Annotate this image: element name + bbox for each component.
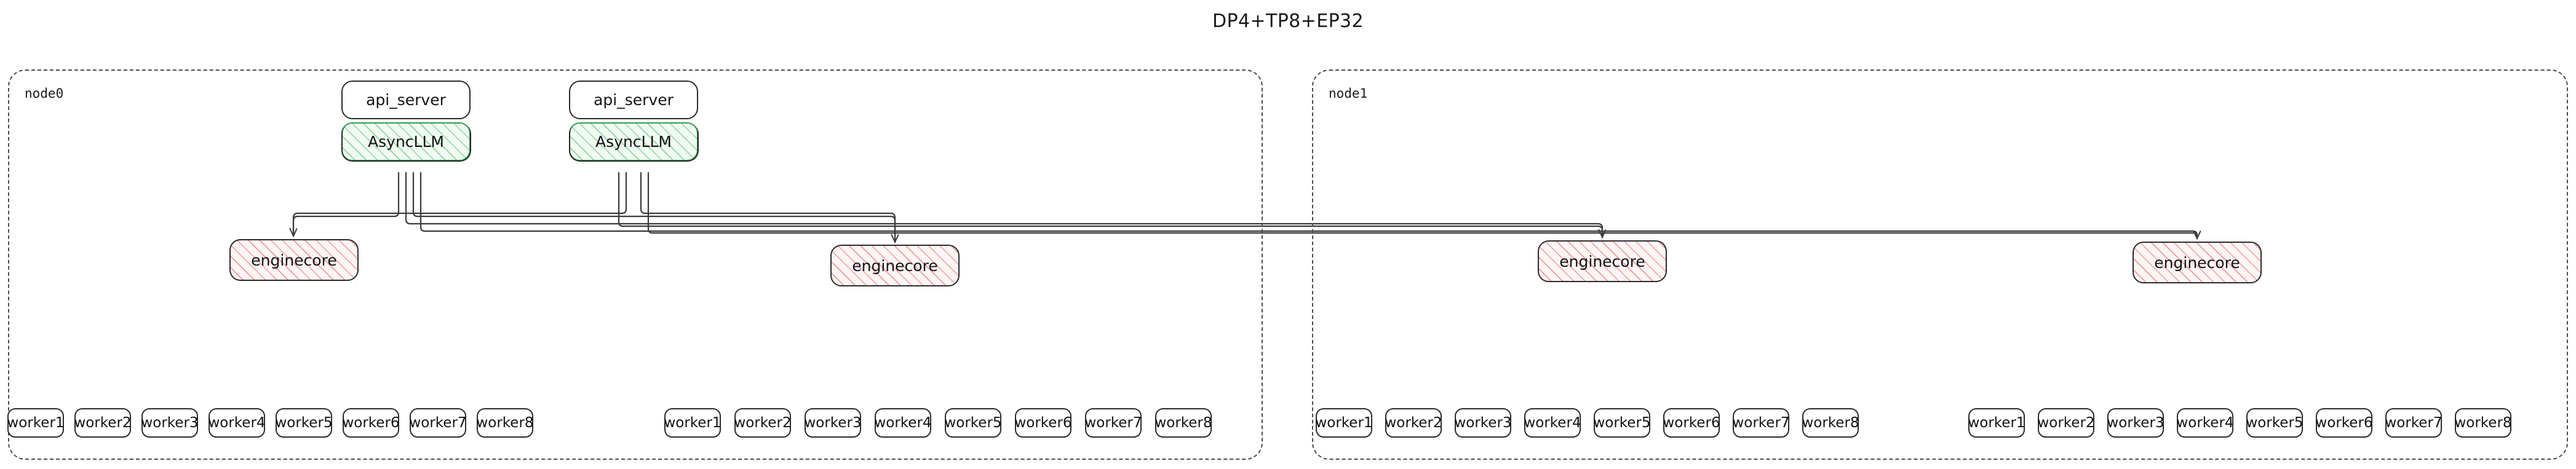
worker-box[interactable]: worker3 [1454,408,1512,438]
worker-label: worker1 [1968,415,2025,431]
worker-label: worker4 [1524,415,1581,431]
worker-box[interactable]: worker6 [1014,408,1072,438]
worker-label: worker6 [1663,415,1720,431]
worker-box[interactable]: worker4 [1524,408,1581,438]
worker-box[interactable]: worker6 [342,408,400,438]
worker-box[interactable]: worker5 [1593,408,1651,438]
worker-label: worker5 [944,415,1002,431]
worker-box[interactable]: worker6 [1663,408,1720,438]
async-llm-label: AsyncLLM [368,133,444,151]
enginecore-box[interactable]: enginecore [2133,242,2262,283]
worker-box[interactable]: worker7 [2385,408,2443,438]
worker-box[interactable]: worker5 [2246,408,2304,438]
worker-box[interactable]: worker2 [734,408,792,438]
worker-box[interactable]: worker6 [2315,408,2373,438]
api-server-box[interactable]: api_server [341,81,471,119]
async-llm-box[interactable]: AsyncLLM [341,122,471,161]
worker-box[interactable]: worker4 [208,408,266,438]
cluster-node0 [8,69,1263,460]
worker-label: worker8 [2454,415,2512,431]
worker-box[interactable]: worker2 [1385,408,1442,438]
worker-box[interactable]: worker1 [664,408,722,438]
worker-box[interactable]: worker5 [275,408,333,438]
worker-box[interactable]: worker2 [2037,408,2095,438]
worker-label: worker8 [1155,415,1212,431]
worker-label: worker2 [1385,415,1442,431]
async-llm-box[interactable]: AsyncLLM [569,122,698,161]
worker-box[interactable]: worker3 [804,408,862,438]
worker-label: worker4 [2176,415,2234,431]
worker-box[interactable]: worker8 [1155,408,1212,438]
worker-box[interactable]: worker5 [944,408,1002,438]
worker-label: worker1 [7,415,65,431]
cluster-node1 [1312,69,2568,460]
worker-label: worker2 [74,415,132,431]
worker-label: worker6 [2315,415,2373,431]
enginecore-label: enginecore [2154,253,2240,272]
worker-box[interactable]: worker8 [1802,408,1859,438]
worker-label: worker3 [1454,415,1512,431]
worker-label: worker3 [804,415,862,431]
worker-box[interactable]: worker8 [2454,408,2512,438]
worker-box[interactable]: worker3 [2107,408,2165,438]
worker-label: worker2 [2037,415,2095,431]
worker-label: worker1 [664,415,722,431]
worker-box[interactable]: worker7 [409,408,467,438]
worker-box[interactable]: worker1 [7,408,65,438]
worker-label: worker8 [1802,415,1859,431]
worker-box[interactable]: worker8 [476,408,534,438]
worker-label: worker5 [275,415,333,431]
worker-box[interactable]: worker7 [1732,408,1790,438]
worker-box[interactable]: worker1 [1968,408,2025,438]
api-server-label: api_server [366,91,446,109]
worker-label: worker7 [1732,415,1790,431]
enginecore-label: enginecore [852,256,938,275]
api-server-box[interactable]: api_server [569,81,698,119]
worker-label: worker7 [409,415,467,431]
enginecore-box[interactable]: enginecore [229,239,359,281]
enginecore-label: enginecore [251,251,337,269]
worker-label: worker4 [874,415,932,431]
worker-label: worker4 [208,415,266,431]
worker-box[interactable]: worker2 [74,408,132,438]
worker-box[interactable]: worker4 [2176,408,2234,438]
enginecore-box[interactable]: enginecore [1538,240,1667,282]
worker-box[interactable]: worker4 [874,408,932,438]
worker-label: worker8 [476,415,534,431]
worker-label: worker5 [2246,415,2304,431]
worker-box[interactable]: worker3 [141,408,199,438]
worker-label: worker6 [342,415,400,431]
worker-label: worker7 [2385,415,2443,431]
worker-label: worker1 [1315,415,1373,431]
worker-box[interactable]: worker7 [1084,408,1142,438]
worker-label: worker5 [1593,415,1651,431]
worker-label: worker3 [2107,415,2165,431]
worker-label: worker6 [1014,415,1072,431]
worker-label: worker7 [1084,415,1142,431]
enginecore-label: enginecore [1559,252,1645,270]
api-server-label: api_server [594,91,674,109]
enginecore-box[interactable]: enginecore [830,245,960,286]
worker-label: worker3 [141,415,199,431]
worker-box[interactable]: worker1 [1315,408,1373,438]
page-title: DP4+TP8+EP32 [1212,10,1364,32]
async-llm-label: AsyncLLM [595,133,672,151]
cluster-label-node1: node1 [1329,86,1368,101]
cluster-label-node0: node0 [25,86,64,101]
worker-label: worker2 [734,415,792,431]
